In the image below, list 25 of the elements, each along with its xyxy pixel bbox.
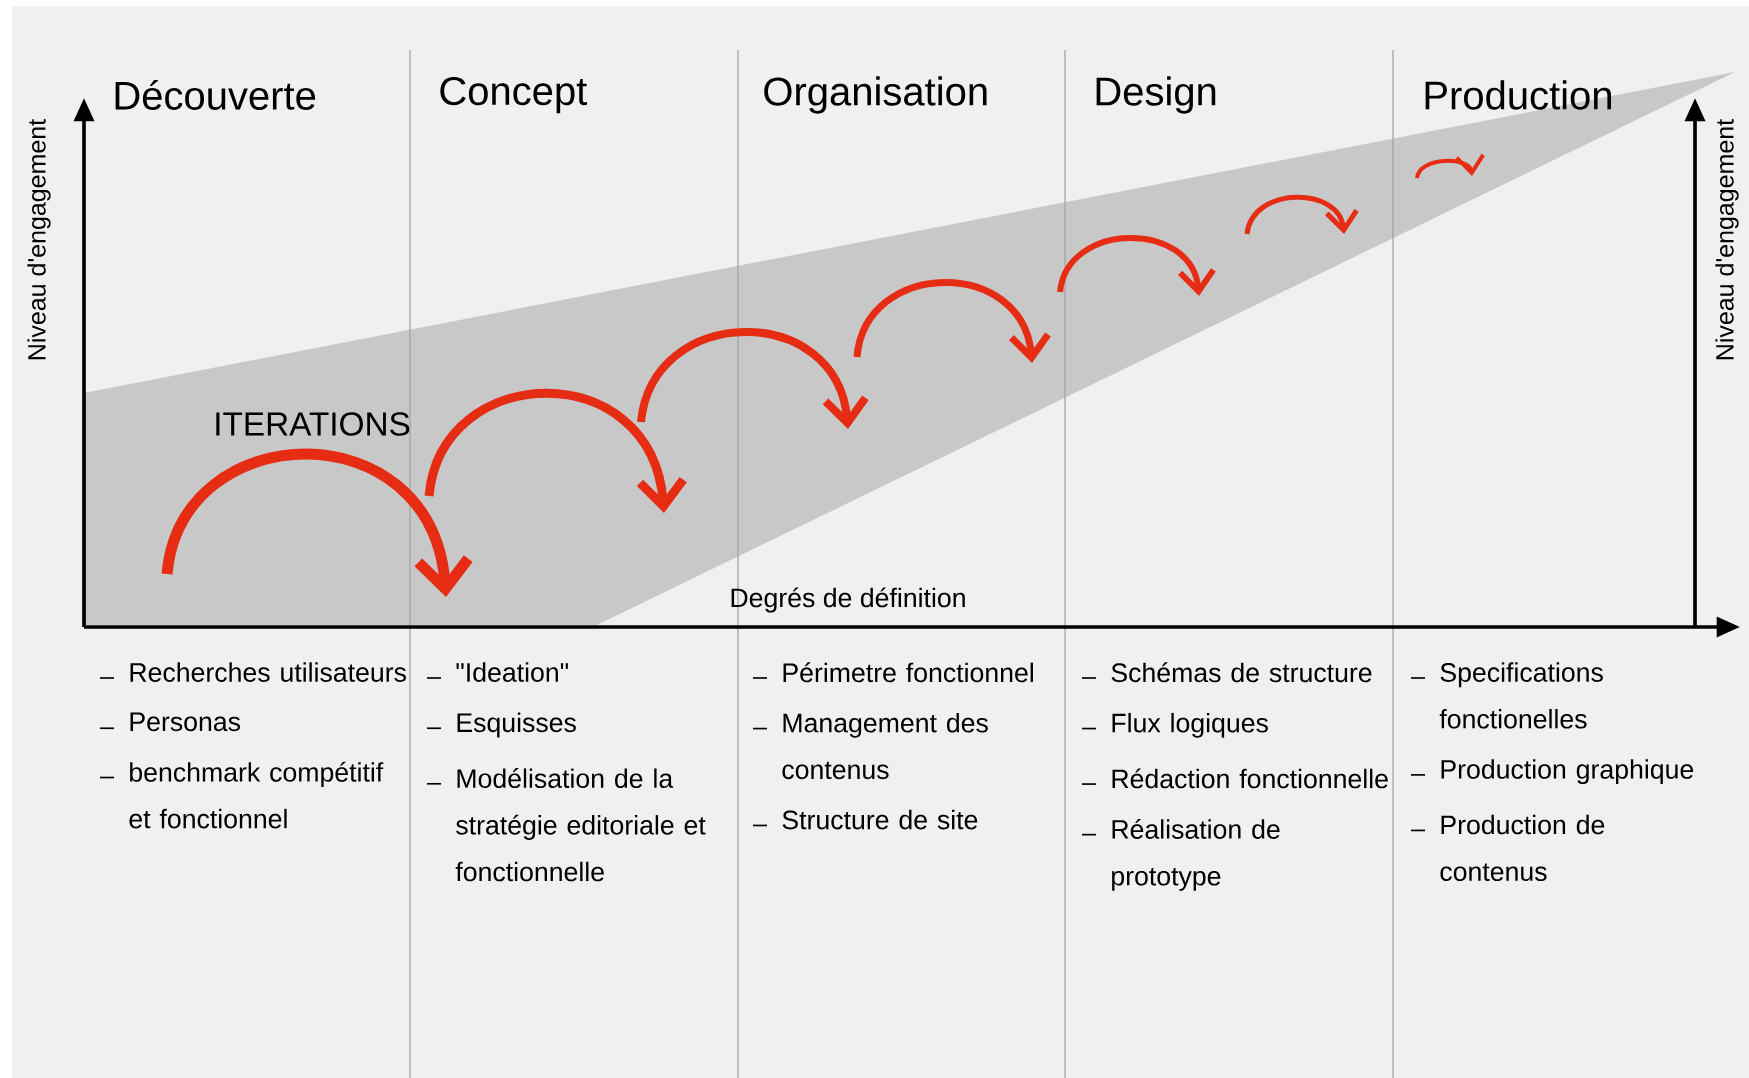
list-item: Réalisation de prototype <box>1112 819 1280 891</box>
list-item: Specifications fonctionelles <box>1439 662 1603 729</box>
list-item: Modélisation de la stratégie editoriale et fonctionnelle <box>455 768 706 882</box>
list-item: Rédaction fonctionnelle <box>1112 768 1388 789</box>
column-heading: Design <box>1096 76 1216 114</box>
iterations-label: ITERATIONS <box>216 412 410 436</box>
column-heading: Concept <box>440 76 587 114</box>
list-item: Schémas de structure <box>1111 662 1372 683</box>
axis-label: Degrés de définition <box>731 587 965 613</box>
column-heading: Production <box>1425 80 1611 110</box>
column-heading: Découverte <box>115 80 316 110</box>
axis-label: Niveau d'engagement <box>27 119 51 360</box>
list-item: Flux logiques <box>1112 712 1268 738</box>
list-item: Management des contenus <box>782 712 988 780</box>
list-item: Esquisses <box>457 712 576 738</box>
column-heading: Organisation <box>764 76 987 114</box>
list-item: benchmark compétitif et fonctionnel <box>129 761 384 829</box>
list-item: Production graphique <box>1441 759 1694 785</box>
list-item: Recherches utilisateurs <box>130 662 406 682</box>
list-item: Production de contenus <box>1440 814 1605 881</box>
list-item: "Ideation" <box>456 662 569 682</box>
list-item: Structure de site <box>782 809 978 830</box>
axis-label: Niveau d'engagement <box>1715 119 1739 360</box>
list-item: Périmetre fonctionnel <box>783 662 1033 683</box>
list-item: Personas <box>130 712 240 732</box>
